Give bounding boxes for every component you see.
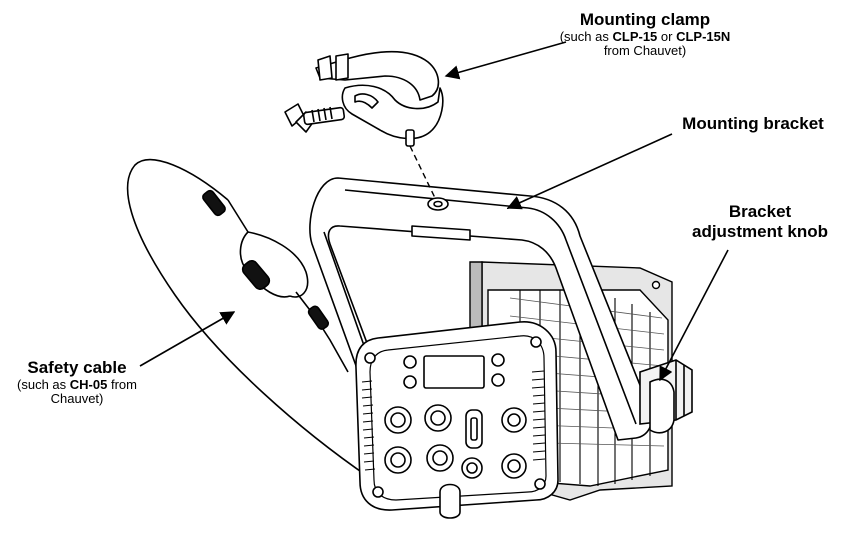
mounting-clamp-title: Mounting clamp bbox=[579, 10, 711, 29]
mounting-bracket-title: Mounting bracket bbox=[682, 114, 824, 133]
mounting-clamp-model-1: CLP-15 bbox=[612, 28, 658, 44]
label-mounting-bracket: Mounting bracket bbox=[668, 114, 838, 134]
bracket-knob-title-line-1: Bracket bbox=[728, 202, 792, 221]
mounting-clamp-drawing bbox=[284, 50, 444, 147]
safety-cable-sub-prefix: (such as bbox=[17, 376, 67, 392]
label-bracket-knob: Bracket adjustment knob bbox=[680, 202, 840, 241]
mounting-clamp-model-2: CLP-15N bbox=[676, 28, 731, 44]
safety-cable-model: CH-05 bbox=[69, 376, 108, 392]
safety-cable-sub-suffix: Chauvet) bbox=[50, 391, 104, 407]
mounting-clamp-sub-suffix: from Chauvet) bbox=[603, 43, 687, 59]
label-safety-cable: Safety cable (such as CH-05 from Chauvet… bbox=[2, 358, 152, 407]
label-leaders bbox=[139, 41, 729, 382]
bracket-knob-drawing bbox=[639, 359, 693, 434]
mounting-clamp-subtitle: (such as CLP-15 or CLP-15N from Chauvet) bbox=[538, 28, 752, 60]
bracket-knob-title-line-2: adjustment knob bbox=[691, 221, 828, 241]
mounting-clamp-sub-or: or bbox=[660, 28, 673, 44]
mounting-clamp-sub-prefix: (such as bbox=[559, 28, 609, 44]
label-mounting-clamp: Mounting clamp (such as CLP-15 or CLP-15… bbox=[538, 10, 752, 59]
safety-cable-title: Safety cable bbox=[27, 358, 127, 377]
rear-panel bbox=[355, 321, 559, 519]
safety-cable-sub-from: from bbox=[110, 376, 137, 392]
safety-cable-subtitle: (such as CH-05 from Chauvet) bbox=[2, 376, 152, 408]
